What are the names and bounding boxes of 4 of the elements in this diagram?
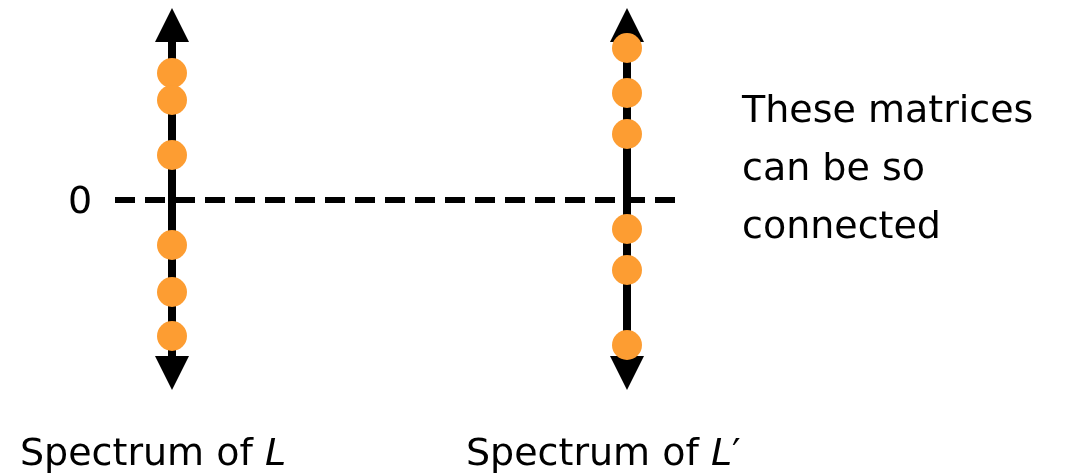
axis-caption: Spectrum of L′	[466, 429, 741, 476]
annotation-text: These matrices can be so connected	[742, 86, 1035, 249]
axis-caption: Spectrum of L	[20, 429, 287, 476]
axis-tick-label: 0	[68, 177, 93, 224]
